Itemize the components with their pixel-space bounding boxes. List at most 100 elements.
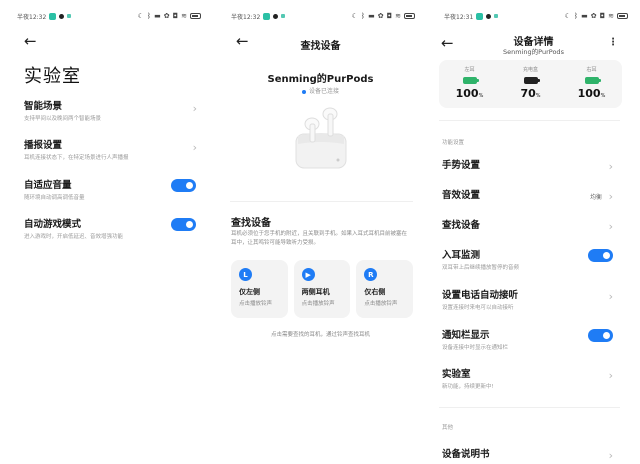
- back-arrow-icon[interactable]: ←: [236, 32, 249, 50]
- group-label-functions: 功能设置: [442, 140, 465, 146]
- notification-dot-icon: [486, 13, 492, 19]
- app-notification-icon: [263, 12, 271, 20]
- battery-icon: [190, 13, 201, 19]
- gesture-settings-item[interactable]: 手势设置 ›: [442, 157, 640, 183]
- battery-card: 左耳 100% 充电盒 70% 右耳 100%: [439, 60, 622, 108]
- earbuds-icon: ▬: [154, 12, 161, 20]
- status-bar: 半夜12:32 ☾ ᛒ ▬ ✿ ◘ ≋: [231, 11, 415, 21]
- auto-answer-item[interactable]: 设置电话自动接听 设置连接时来电可以自动接听 ›: [442, 287, 640, 313]
- find-hint-text: 点击需要查找的耳机，通过铃声查找耳机: [270, 332, 370, 338]
- connected-dot-icon: [301, 89, 306, 94]
- earbuds-icon: ▬: [368, 12, 375, 20]
- item-title: 设置电话自动接听: [442, 290, 519, 301]
- group-label-other: 其他: [442, 425, 454, 431]
- find-device-warning: 耳机必须位于您手机的附近，且关联到手机。如果入耳式耳机目前被塞在耳中，让其鸣铃可…: [231, 231, 408, 246]
- ring-both-card[interactable]: ▶ 两侧耳机 点击播放铃声: [293, 260, 351, 318]
- settings-icon: ✿: [590, 12, 597, 20]
- bluetooth-icon: ᛒ: [573, 12, 579, 20]
- wifi-icon: ≋: [608, 12, 614, 20]
- auto-game-mode-toggle[interactable]: [171, 218, 196, 231]
- status-bar: 半夜12:32 ☾ ᛒ ▬ ✿ ◘ ≋: [17, 11, 201, 21]
- card-title: 两侧耳机: [301, 288, 330, 296]
- chevron-right-icon: ›: [608, 290, 613, 303]
- card-subtitle: 点击播放铃声: [301, 301, 335, 307]
- find-device-item[interactable]: 查找设备 ›: [442, 217, 640, 243]
- in-ear-detection-toggle[interactable]: [588, 249, 613, 262]
- ring-left-card[interactable]: L 仅左侧 点击播放铃声: [231, 260, 288, 318]
- device-manual-item[interactable]: 设备说明书 ›: [442, 446, 640, 464]
- item-subtitle: 双耳带上后继续播放暂停的音频: [442, 265, 520, 271]
- back-arrow-icon[interactable]: ←: [441, 34, 454, 52]
- battery-unit: %: [600, 93, 606, 99]
- wifi-icon: ≋: [395, 12, 401, 20]
- bluetooth-icon: ᛒ: [360, 12, 366, 20]
- small-notification-icon: [494, 14, 499, 18]
- settings-icon: ✿: [163, 12, 170, 20]
- battery-value: 100: [455, 87, 479, 100]
- notification-dot-icon: [59, 13, 65, 19]
- card-title: 仅右侧: [364, 288, 386, 296]
- broadcast-settings-item[interactable]: 播报设置 耳机连接状态下，在特定场景进行人声播报 ›: [24, 137, 213, 167]
- page-title: 实验室: [24, 66, 81, 87]
- wifi-icon: ≋: [181, 12, 187, 20]
- item-title: 实验室: [442, 369, 471, 380]
- more-options-icon[interactable]: ⋮: [608, 37, 618, 48]
- chevron-right-icon: ›: [608, 449, 613, 462]
- item-title: 入耳监测: [442, 250, 481, 261]
- chevron-right-icon: ›: [192, 141, 197, 154]
- battery-value: 100: [577, 87, 601, 100]
- section-divider: [230, 201, 413, 202]
- card-subtitle: 点击播放铃声: [239, 301, 273, 307]
- lab-item[interactable]: 实验室 新功能，持续更新中! ›: [442, 366, 640, 392]
- item-title: 音效设置: [442, 190, 481, 201]
- connection-status-text: 设备已连接: [308, 88, 339, 95]
- back-arrow-icon[interactable]: ←: [24, 32, 37, 50]
- settings-icon: ✿: [377, 12, 384, 20]
- item-subtitle: 支持早间以及晚间两个智能场景: [24, 116, 102, 122]
- status-bar: 半夜12:31 ☾ ᛒ ▬ ✿ ◘ ≋: [444, 11, 628, 21]
- item-title: 查找设备: [442, 220, 481, 231]
- moon-icon: ☾: [564, 12, 571, 20]
- right-earbud-battery: 右耳 100%: [561, 60, 622, 108]
- lab-screen: 半夜12:32 ☾ ᛒ ▬ ✿ ◘ ≋ ← 实验室 智能场景 支持早间以及晚间两…: [0, 0, 213, 464]
- notification-bar-item: 通知栏显示 设备连接中时显示在通知栏: [442, 327, 640, 353]
- ring-options: L 仅左侧 点击播放铃声 ▶ 两侧耳机 点击播放铃声 R 仅右侧 点击播放铃声: [231, 260, 414, 318]
- battery-full-icon: [584, 77, 601, 84]
- camera-icon: ◘: [599, 12, 606, 20]
- find-device-screen: 半夜12:32 ☾ ᛒ ▬ ✿ ◘ ≋ ← 查找设备 Senming的PurPo…: [214, 0, 427, 464]
- item-title: 自适应音量: [24, 180, 72, 191]
- connection-status: 设备已连接: [214, 86, 427, 95]
- camera-icon: ◘: [172, 12, 179, 20]
- camera-icon: ◘: [386, 12, 393, 20]
- item-subtitle: 随环境自动调高调低音量: [24, 195, 85, 201]
- battery-case-icon: [523, 77, 540, 84]
- bluetooth-icon: ᛒ: [146, 12, 152, 20]
- section-divider: [439, 407, 620, 408]
- section-divider: [439, 120, 620, 121]
- item-title: 通知栏显示: [442, 330, 490, 341]
- chevron-right-icon: ›: [192, 102, 197, 115]
- sound-effect-settings-item[interactable]: 音效设置 均衡 ›: [442, 187, 640, 213]
- notification-bar-toggle[interactable]: [588, 329, 613, 342]
- device-details-screen: 半夜12:31 ☾ ᛒ ▬ ✿ ◘ ≋ ← 设备详情 Senming的PurPo…: [427, 0, 640, 464]
- earbuds-image: [295, 107, 347, 169]
- item-subtitle: 设置连接时来电可以自动接听: [442, 305, 514, 311]
- card-subtitle: 点击播放铃声: [364, 301, 398, 307]
- play-icon: ▶: [301, 268, 315, 281]
- small-notification-icon: [67, 14, 72, 18]
- battery-unit: %: [535, 93, 541, 99]
- battery-label: 充电盒: [522, 67, 538, 73]
- left-earbud-icon: L: [239, 268, 252, 281]
- notification-dot-icon: [273, 13, 279, 19]
- item-title: 播报设置: [24, 140, 63, 151]
- ring-right-card[interactable]: R 仅右侧 点击播放铃声: [356, 260, 414, 318]
- item-title: 自动游戏模式: [24, 219, 82, 230]
- item-title: 手势设置: [442, 160, 481, 171]
- adaptive-volume-toggle[interactable]: [171, 179, 196, 192]
- smart-scene-item[interactable]: 智能场景 支持早间以及晚间两个智能场景 ›: [24, 98, 213, 128]
- device-name: Senming的PurPods: [267, 74, 374, 85]
- battery-unit: %: [478, 93, 484, 99]
- status-time: 半夜12:32: [17, 13, 47, 21]
- find-device-section-title: 查找设备: [231, 218, 271, 229]
- chevron-right-icon: ›: [608, 369, 613, 382]
